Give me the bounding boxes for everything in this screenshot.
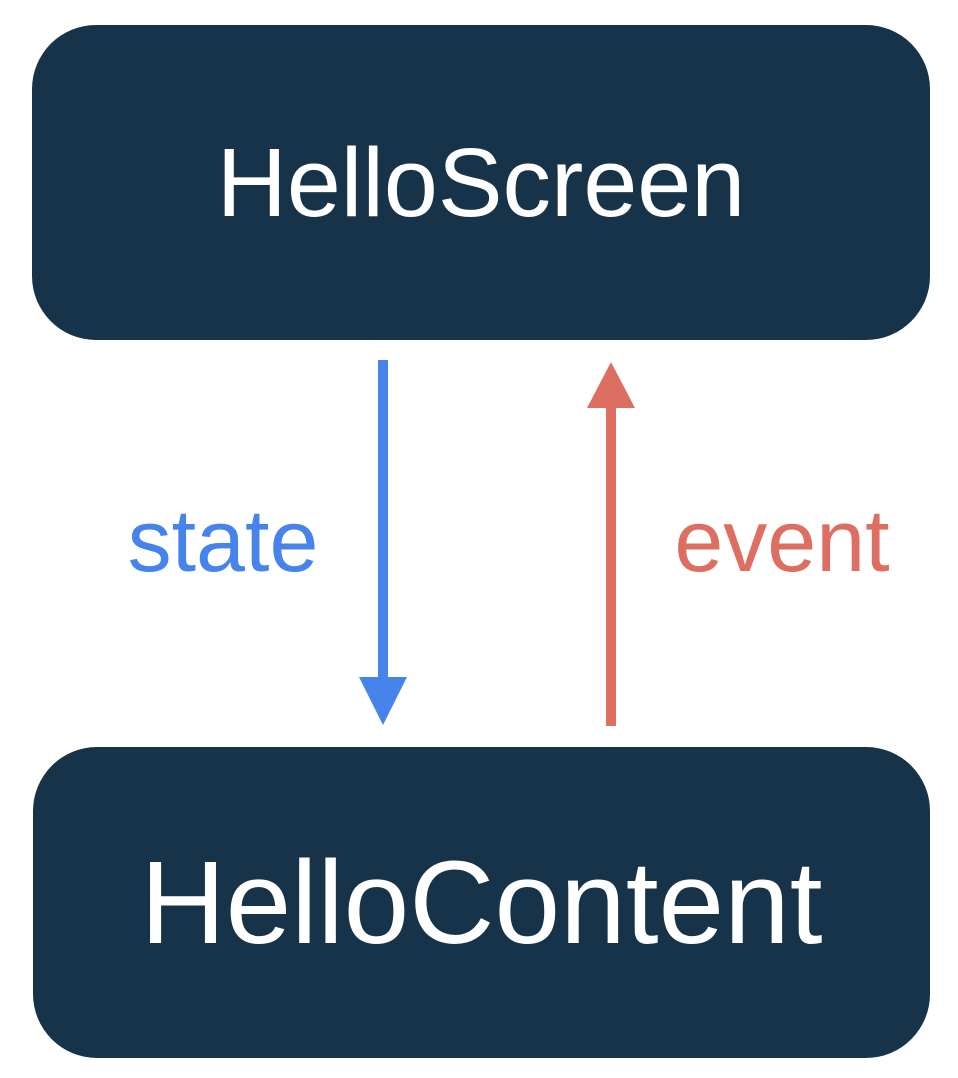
state-arrow-down-icon — [359, 360, 407, 725]
state-arrow-shaft — [378, 360, 388, 680]
node-helloscreen: HelloScreen — [32, 25, 930, 340]
event-arrow-shaft — [606, 408, 616, 726]
node-hellocontent-label: HelloContent — [140, 836, 823, 969]
node-helloscreen-label: HelloScreen — [216, 127, 746, 237]
node-hellocontent: HelloContent — [33, 747, 930, 1058]
event-edge-label: event — [674, 491, 890, 590]
state-edge-label: state — [127, 491, 319, 590]
state-arrowhead-down — [359, 677, 407, 725]
event-arrow-up-icon — [587, 362, 635, 726]
event-arrowhead-up — [587, 362, 635, 408]
